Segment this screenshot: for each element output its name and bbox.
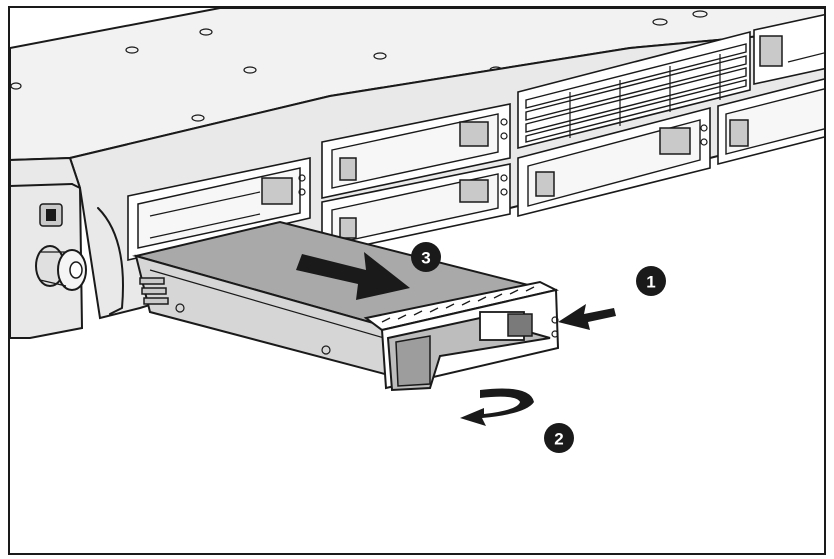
rotate-arrow-icon <box>460 388 534 426</box>
drive-connector <box>139 277 169 305</box>
server-drive-installation-diagram: 1 2 3 <box>10 8 824 453</box>
chassis-bezel-curve <box>97 207 124 315</box>
push-arrow-icon <box>558 304 616 330</box>
callout-2: 2 <box>544 423 574 453</box>
release-button <box>507 313 533 337</box>
callout-1-label: 1 <box>646 273 655 292</box>
vent-grille <box>517 30 751 150</box>
hard-drive-carrier <box>132 220 560 392</box>
drive-bay-left-upper <box>127 157 311 262</box>
callout-1: 1 <box>636 266 666 296</box>
drive-bay-middle-upper <box>321 103 511 199</box>
drive-bay-right-lower <box>717 78 824 166</box>
slide-arrow-icon <box>296 252 410 300</box>
callout-3-label: 3 <box>421 249 430 268</box>
drive-bay-middle-lower <box>321 163 511 255</box>
drive-bay-right-upper <box>753 14 824 85</box>
callout-3: 3 <box>411 242 441 272</box>
figure-frame: 1 2 3 <box>8 6 826 555</box>
thumbscrew-icon <box>35 203 87 291</box>
callout-2-label: 2 <box>554 430 563 449</box>
drive-bay-center-lower <box>517 106 711 218</box>
carrier-ribs <box>381 286 535 323</box>
